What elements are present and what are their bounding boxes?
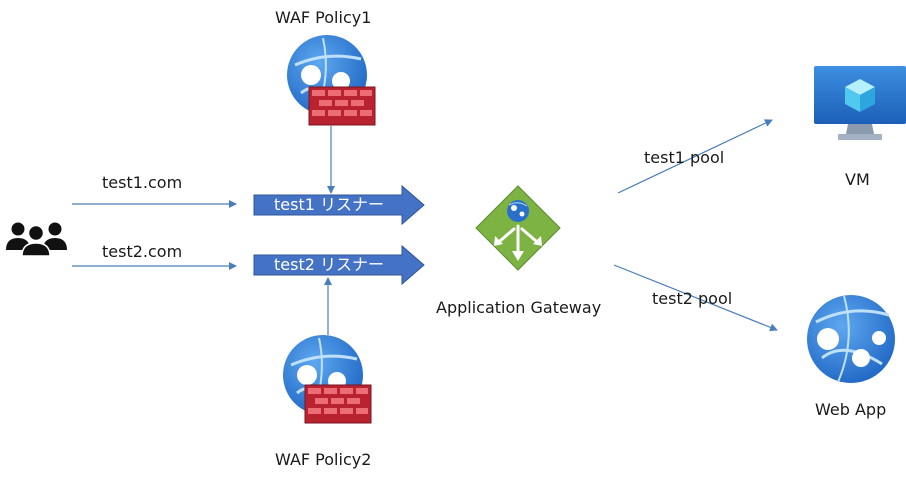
vm-label: VM	[845, 170, 870, 189]
listener-2-arrow	[253, 244, 425, 286]
pool-1-connector	[617, 119, 773, 194]
waf-policy-2-label: WAF Policy2	[275, 450, 372, 469]
web-app-icon	[807, 295, 895, 383]
listener-1-label: test1 リスナー	[274, 195, 384, 214]
listener-2-label: test2 リスナー	[274, 255, 384, 274]
virtual-machine-icon	[814, 66, 906, 140]
domain-2-label: test2.com	[102, 242, 183, 261]
pool-1-label: test1 pool	[644, 148, 725, 167]
domain-1-label: test1.com	[102, 173, 183, 192]
waf-policy-1-label: WAF Policy1	[275, 8, 372, 27]
listener-1-arrow	[253, 184, 425, 226]
pool-2-connector	[613, 264, 778, 332]
waf-policy-icon	[287, 35, 376, 126]
users-icon	[6, 222, 67, 257]
application-gateway-icon	[475, 185, 561, 271]
waf-policy-icon	[283, 335, 372, 424]
web-app-label: Web App	[815, 400, 887, 419]
gateway-label: Application Gateway	[436, 298, 602, 317]
pool-2-label: test2 pool	[652, 289, 733, 308]
